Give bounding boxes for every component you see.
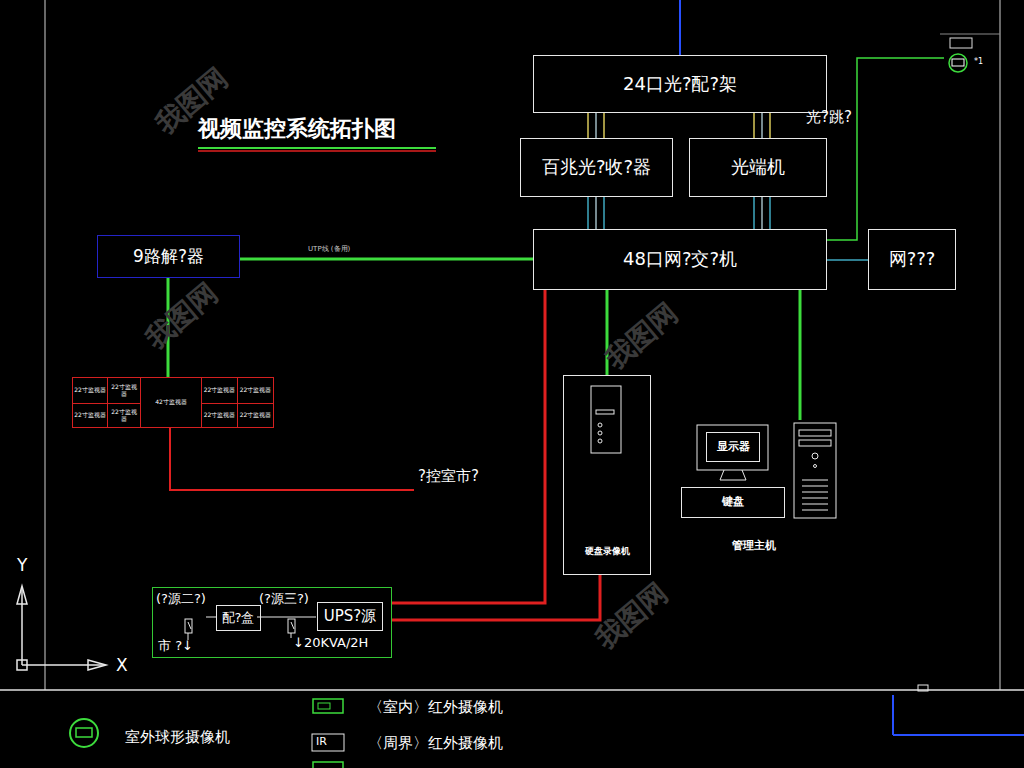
optical-terminal-box: 光端机 <box>689 138 827 197</box>
connector <box>754 197 770 229</box>
monitor-cell: 22寸监视器 <box>237 403 274 428</box>
decoder-box: 9路解?器 <box>97 235 240 278</box>
node-text: 22寸监视器 <box>73 412 107 419</box>
network-box: 网??? <box>868 229 956 290</box>
title-underline <box>198 147 436 149</box>
ir-symbol-text: IR <box>316 736 327 749</box>
node-text: 硬盘录像机 <box>585 546 630 556</box>
connector <box>754 113 770 138</box>
legend-text: 室外球形摄像机 <box>125 729 230 746</box>
node-text: 24口光?配?架 <box>623 74 737 95</box>
frame-line <box>0 689 1024 691</box>
monitor-cell: 22寸监视器 <box>201 377 238 404</box>
node-text: 网??? <box>889 249 936 270</box>
ups-box: UPS?源 <box>317 602 383 631</box>
node-text: 光端机 <box>731 157 785 178</box>
node-text: ↓20KVA/2H <box>293 636 368 651</box>
axis-label: Y <box>17 556 27 576</box>
node-text: 22寸监视器 <box>239 387 273 394</box>
frame-line <box>45 0 46 690</box>
node-text: (?源三?) <box>259 592 309 607</box>
watermark: 我图网 <box>599 297 684 376</box>
power-group: (?源二?) (?源三?) 市 ?↓ ↓20KVA/2H 配?盒 UPS?源 <box>152 587 392 658</box>
node-text: (?源二?) <box>156 592 206 607</box>
connector <box>240 259 533 260</box>
connector <box>588 197 604 229</box>
switch-box: 48口网?交?机 <box>533 229 827 290</box>
monitor-cell: 22寸监视器 <box>201 403 238 428</box>
camera-wire <box>827 58 944 240</box>
host-group: 管理主机 显示器键盘 <box>680 420 840 560</box>
node-text: 显示器 <box>717 441 750 454</box>
callout-number: *1 <box>974 57 983 66</box>
legend-text: 〈周界〉红外摄像机 <box>368 735 503 752</box>
node-text: 22寸监视器 <box>108 409 140 422</box>
patch-panel-box: 24口光?配?架 <box>533 55 827 113</box>
node-text: 配?盒 <box>222 611 255 626</box>
node-text: 22寸监视器 <box>108 384 140 397</box>
node-text: 22寸监视器 <box>73 387 107 394</box>
connector <box>827 260 868 261</box>
diagram-title: 视频监控系统拓扑图 <box>198 116 396 141</box>
node-text: 42寸监视器 <box>154 399 188 406</box>
frame-fragment <box>893 685 1024 735</box>
dome-camera-symbol <box>940 34 1000 72</box>
dvr-box: 硬盘录像机 <box>563 375 651 575</box>
edge-label: UTP线 (备用) <box>306 245 352 253</box>
node-text: 22寸监视器 <box>203 387 237 394</box>
monitor-cell: 22寸监视器 <box>72 377 108 404</box>
legend-text: 〈室内〉红外摄像机 <box>368 699 503 716</box>
dvr-illustration <box>591 386 621 453</box>
control-room-label: ?控室市? <box>418 468 479 485</box>
node-text: 管理主机 <box>732 540 776 553</box>
monitor-cell: 22寸监视器 <box>107 377 141 404</box>
monitor-cell: 42寸监视器 <box>140 377 202 428</box>
connector <box>800 290 801 420</box>
monitor-cell: 22寸监视器 <box>72 403 108 428</box>
distribution-box: 配?盒 <box>216 605 261 631</box>
node-text: 48口网?交?机 <box>623 249 737 270</box>
watermark: 我图网 <box>139 277 224 356</box>
monitor-cell: 22寸监视器 <box>237 377 274 404</box>
monitor-cell: 22寸监视器 <box>107 403 141 428</box>
frame-line <box>1000 0 1001 690</box>
connector <box>392 290 545 603</box>
legend-symbols <box>70 699 344 768</box>
connector <box>588 113 604 138</box>
transceiver-box: 百兆光?收?器 <box>520 138 673 197</box>
cable-line <box>170 428 414 490</box>
node-text: 9路解?器 <box>133 247 204 267</box>
node-text: 百兆光?收?器 <box>542 157 651 178</box>
connector <box>392 575 600 620</box>
node-text: 键盘 <box>722 496 744 509</box>
watermark: 我图网 <box>589 577 674 656</box>
monitor-box: 显示器 <box>706 432 760 462</box>
node-text: 22寸监视器 <box>239 412 273 419</box>
node-text: 市 ?↓ <box>158 639 193 654</box>
title-underline <box>198 150 436 152</box>
node-text: UPS?源 <box>324 608 377 625</box>
host-illustration <box>697 423 836 518</box>
ucs-icon <box>17 586 106 670</box>
node-text: 22寸监视器 <box>203 412 237 419</box>
axis-label: X <box>116 656 128 676</box>
feed-line <box>679 0 681 55</box>
fiber-jumper-label: 光?跳? <box>806 109 852 126</box>
connector <box>607 290 608 375</box>
keyboard-box: 键盘 <box>681 487 785 518</box>
